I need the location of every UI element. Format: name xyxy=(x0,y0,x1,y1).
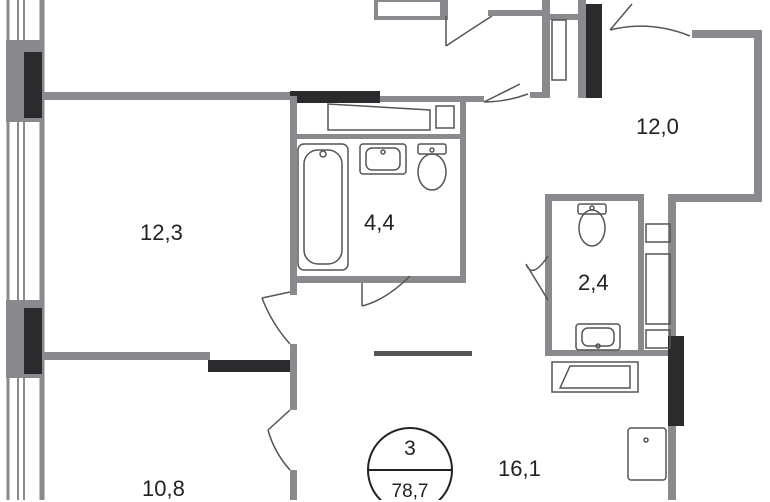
walls xyxy=(42,0,762,500)
summary-badge xyxy=(367,427,453,500)
room-label-12-0: 12,0 xyxy=(636,114,679,139)
doors xyxy=(261,3,691,471)
room-label-10-8: 10,8 xyxy=(142,476,185,501)
total-area: 78,7 xyxy=(391,481,429,502)
wc-fixtures xyxy=(551,203,671,481)
room-label-12-3: 12,3 xyxy=(140,220,183,245)
left-window-wall xyxy=(0,0,45,500)
room-label-2-4: 2,4 xyxy=(578,270,609,295)
room-label-4-4: 4,4 xyxy=(364,210,395,235)
bathroom-fixtures xyxy=(297,103,455,271)
room-label-16-1: 16,1 xyxy=(498,456,541,481)
room-count: 3 xyxy=(404,437,416,460)
